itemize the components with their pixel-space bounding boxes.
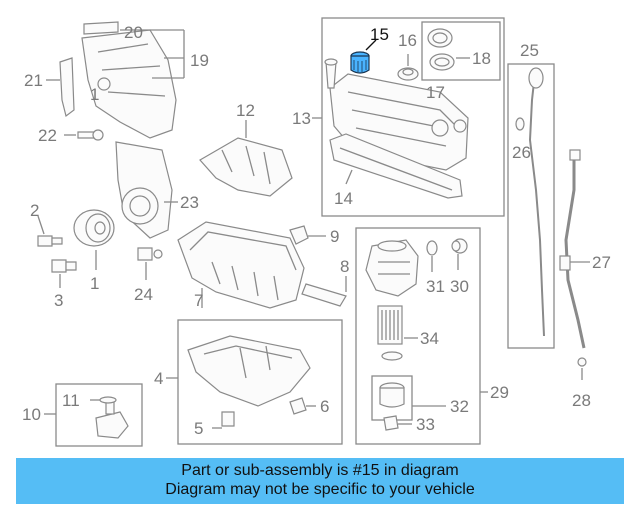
part-label-15: 15 [370,25,389,44]
bolt-22 [77,131,95,139]
banner-line-part: Part or sub-assembly is #15 in diagram [181,462,459,479]
sensor-seal [99,396,117,404]
part-label-8: 8 [340,257,349,276]
group-box-dipstick [507,63,555,349]
part-label-7: 7 [194,291,203,310]
valve-cover-bolt [325,61,337,89]
part-label-31: 31 [426,277,445,296]
part-label-2: 2 [30,201,39,220]
timing-cover-boss [97,77,111,91]
part-label-25: 25 [520,41,539,60]
group-box-oil-filter [355,227,481,445]
cover-bracket [83,21,119,35]
part-label-18: 18 [472,49,491,68]
part-label-24: 24 [134,285,153,304]
clip-6 [289,397,307,415]
oil-filter-housing [365,239,419,297]
sensor-24 [137,247,153,261]
leader-15 [365,39,377,51]
part-label-14: 14 [334,189,353,208]
part-label-11: 11 [62,391,80,410]
dipstick [528,81,545,337]
part-label-26: 26 [512,143,531,162]
banner-line-disclaimer: Diagram may not be specific to your vehi… [165,481,475,498]
part-label-29: 29 [490,383,509,402]
part-label-1: 1 [90,85,99,104]
bolt-3 [51,259,67,273]
dipstick-tube [564,152,586,349]
part-label-30: 30 [450,277,469,296]
part-label-12: 12 [236,101,255,120]
part-labels: 1 1 2 3 4 5 6 7 8 9 10 11 12 13 14 15 16… [22,23,611,438]
group-box-oil-sensor [55,383,143,447]
tube-bracket [559,255,571,271]
group-box-lower-pan [177,319,343,445]
timing-cover [81,29,177,139]
part-label-20: 20 [124,23,143,42]
part-33 [383,415,399,431]
part-label-16: 16 [398,31,417,50]
part-label-13: 13 [292,109,311,128]
tube-seal [577,357,587,367]
part-label-6: 6 [320,397,329,416]
group-box-valve-cover [321,17,505,217]
part-label-32: 32 [450,397,469,416]
part-label-17: 17 [426,83,445,102]
cover-gasket [59,57,75,118]
part-label-10: 10 [22,405,41,424]
part-label-22: 22 [38,126,57,145]
bolt-2 [37,235,53,247]
part-label-5: 5 [194,419,203,438]
oil-level-sensor [95,411,129,439]
part-label-33: 33 [416,415,435,434]
dipstick-seal [515,117,525,131]
drain-plug-5 [221,411,235,427]
dipstick-handle [528,67,544,89]
part-label-9: 9 [330,227,339,246]
info-banner: Part or sub-assembly is #15 in diagram D… [16,458,624,504]
part-label-34: 34 [420,329,439,348]
part-label-3: 3 [54,291,63,310]
part-label-27: 27 [592,253,611,272]
part-label-19: 19 [190,51,209,70]
drain-plug-9 [289,225,309,245]
part-label-21: 21 [24,71,43,90]
part-label-28: 28 [572,391,591,410]
part-label-4: 4 [154,369,163,388]
highlighted-part-15 [350,51,370,74]
part-label-1: 1 [90,274,99,293]
gasket-8 [301,283,347,307]
oring-31 [426,240,438,256]
part-label-23: 23 [180,193,199,212]
group-box-oil-cap-seals [421,21,501,81]
timing-cover-ribs [97,43,166,97]
lower-oil-pan [187,335,311,407]
